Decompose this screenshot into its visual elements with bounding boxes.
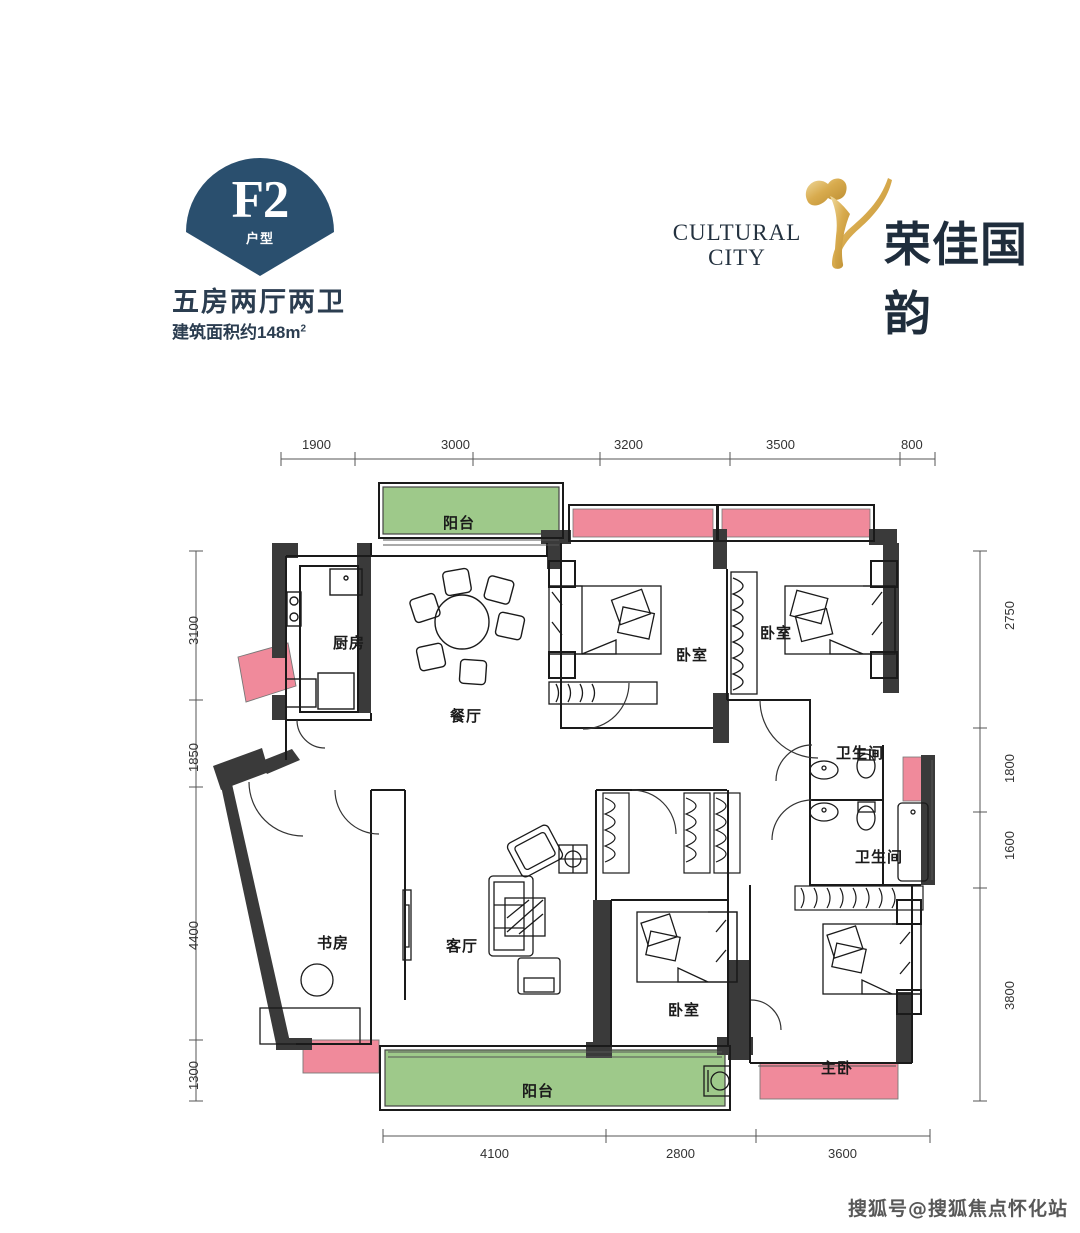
- door-swing-icon: [334, 789, 380, 835]
- gold-ribbon-icon: [805, 178, 892, 269]
- master-furniture: [822, 923, 922, 995]
- sink-icon: [329, 568, 363, 596]
- badge-code: F2: [231, 171, 290, 229]
- room-label-study: 书房: [317, 934, 350, 952]
- room-label-balcony-bottom: 阳台: [522, 1082, 555, 1100]
- dim-top-1: 3000: [441, 437, 470, 452]
- side-table-icon: [558, 844, 588, 874]
- washing-machine-icon: [703, 1065, 731, 1097]
- bathtub-icon: [897, 802, 929, 882]
- room-label-bedroom-2: 卧室: [676, 646, 709, 664]
- badge-shape-icon: [186, 158, 334, 276]
- living-furniture: [402, 824, 588, 995]
- page-subtitle: 建筑面积约148m2: [172, 318, 306, 343]
- toilet-icon: [856, 753, 876, 779]
- unit-type-badge: F2 户型: [186, 158, 334, 276]
- door-swing-icon: [750, 999, 782, 1031]
- dimension-lines: [189, 452, 987, 1143]
- dining-set: [409, 567, 526, 686]
- dim-bottom-0: 4100: [480, 1146, 509, 1161]
- toilet-icon: [856, 805, 876, 831]
- sink-icon: [809, 760, 839, 780]
- bedroom3-furniture: [730, 571, 896, 695]
- dim-left-0: 3100: [186, 616, 201, 645]
- dim-top-3: 3500: [766, 437, 795, 452]
- closet-icon: [730, 571, 758, 695]
- room-label-dining: 餐厅: [450, 707, 483, 725]
- refrigerator-icon: [317, 672, 355, 710]
- brand-logo: CULTURAL CITY 荣佳国韵: [666, 172, 1046, 342]
- bedroom4-furniture: [636, 911, 738, 983]
- logo-english: CULTURAL CITY: [666, 220, 808, 270]
- desk-icon: [259, 1007, 361, 1045]
- door-swings: [248, 682, 819, 1031]
- wall-outlines: [285, 482, 922, 1111]
- room-label-bedroom-3: 卧室: [760, 624, 793, 642]
- bedroom2-furniture: [548, 585, 662, 705]
- door-swing-icon: [582, 682, 630, 730]
- dim-left-1: 1850: [186, 743, 201, 772]
- logo-english-line2: CITY: [708, 245, 766, 270]
- room-label-bathroom-1: 卫生间: [836, 744, 885, 762]
- pillow-icon: [640, 913, 678, 947]
- badge-subtitle: 户型: [245, 231, 274, 246]
- hall-wardrobes: [602, 792, 924, 911]
- dim-right-2: 1600: [1002, 831, 1017, 860]
- door-swing-icon: [759, 699, 819, 759]
- bathroom-fixtures: [809, 749, 929, 882]
- dim-top-2: 3200: [614, 437, 643, 452]
- pillow-icon: [826, 925, 864, 959]
- room-label-bedroom-4: 卧室: [668, 1001, 701, 1019]
- watermark: 搜狐号@搜狐焦点怀化站: [847, 1198, 1068, 1220]
- dining-chairs-icon: [409, 567, 526, 686]
- pillow-icon: [610, 588, 652, 626]
- door-swing-icon: [775, 744, 813, 782]
- tv-cabinet-icon: [402, 889, 412, 961]
- dim-bottom-2: 3600: [828, 1146, 857, 1161]
- round-table-icon: [300, 963, 334, 997]
- logo-english-line1: CULTURAL: [672, 220, 802, 245]
- room-label-bathroom-2: 卫生间: [855, 848, 904, 866]
- page-header: F2 户型 五房两厅两卫 建筑面积约148m2 CULTURAL CITY: [0, 0, 1080, 400]
- door-swing-icon: [631, 789, 677, 835]
- area-text: 建筑面积约148m: [172, 323, 301, 342]
- room-label-living: 客厅: [446, 937, 479, 955]
- dim-right-1: 1800: [1002, 754, 1017, 783]
- door-swing-icon: [296, 719, 326, 749]
- room-label-balcony-top: 阳台: [443, 514, 476, 532]
- page-title: 五房两厅两卫: [172, 287, 346, 317]
- coffee-table-icon: [504, 897, 546, 937]
- door-swing-icon: [771, 799, 813, 841]
- door-swing-icon: [248, 781, 304, 837]
- dim-bottom-1: 2800: [666, 1146, 695, 1161]
- kitchen-fixtures: [285, 568, 363, 710]
- dining-table-icon: [434, 594, 490, 650]
- room-label-kitchen: 厨房: [333, 634, 366, 652]
- area-superscript: 2: [300, 323, 307, 335]
- bed-icon: [822, 923, 922, 995]
- wardrobe-icon: [548, 681, 658, 705]
- sofa-icon: [488, 875, 534, 957]
- windows: [383, 539, 933, 1067]
- dim-right-3: 3800: [1002, 981, 1017, 1010]
- stove-icon: [286, 591, 302, 627]
- armchair-icon-2: [517, 957, 561, 995]
- dim-left-2: 4400: [186, 921, 201, 950]
- study-furniture: [259, 963, 361, 1045]
- sink-icon: [809, 802, 839, 822]
- dim-top-4: 800: [901, 437, 923, 452]
- armchair-icon: [506, 824, 564, 878]
- room-label-master-bedroom: 主卧: [821, 1059, 854, 1077]
- dim-right-0: 2750: [1002, 601, 1017, 630]
- pillow-icon: [789, 589, 829, 625]
- logo-chinese: 荣佳国韵: [884, 218, 1028, 342]
- dim-left-3: 1300: [186, 1061, 201, 1090]
- balcony-fills: [237, 486, 932, 1107]
- dim-top-0: 1900: [302, 437, 331, 452]
